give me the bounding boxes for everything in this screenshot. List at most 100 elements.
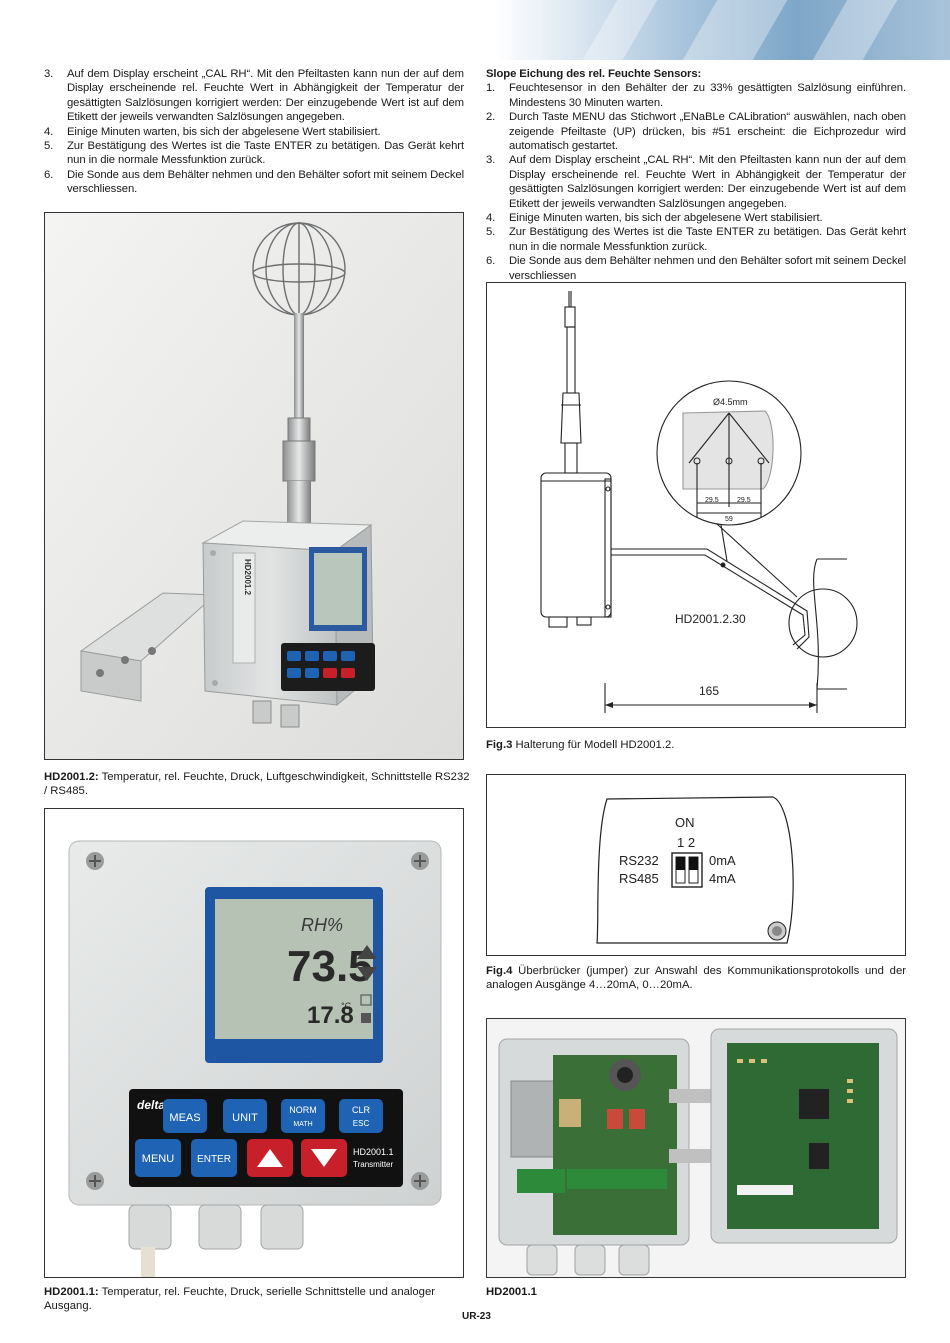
hole-diameter-label: Ø4.5mm <box>713 397 748 407</box>
right-step-number: 5. <box>486 226 496 239</box>
page-number: UR-23 <box>462 1311 491 1322</box>
esc-key-label: ESC <box>353 1119 370 1128</box>
hd2001-2-illustration: HD2001.2 <box>45 213 463 759</box>
enter-key[interactable] <box>191 1139 237 1177</box>
bracket-technical-drawing: Ø4.5mm 29.5 29.5 59 HD2001.2.30 165 <box>540 291 858 713</box>
right-step-text: Feuchtesensor in den Behälter der zu 33%… <box>509 82 906 109</box>
housing-screws <box>86 852 429 1190</box>
cable-glands <box>128 1204 304 1250</box>
fig4-caption-label: Fig.4 <box>486 965 513 977</box>
left-step-text: Zur Bestätigung des Wertes ist die Taste… <box>67 140 464 167</box>
clr-key-label: CLR <box>352 1105 371 1115</box>
slope-heading: Slope Eichung des rel. Feuchte Sensors: <box>486 68 702 80</box>
switch-0ma-label: 0mA <box>709 853 736 868</box>
fig3-caption-text: Halterung für Modell HD2001.2. <box>512 739 675 751</box>
right-step-text: Die Sonde aus dem Behälter nehmen und de… <box>509 255 906 282</box>
right-step-list: 1. Feuchtesensor in den Behälter der zu 3… <box>486 81 906 283</box>
clr-esc-key[interactable] <box>339 1099 383 1133</box>
hd2001-1-open-illustration <box>487 1019 905 1277</box>
right-step: 3. Auf dem Display erscheint „CAL RH“. Mi… <box>486 153 906 211</box>
dim-a-label: 29.5 <box>705 497 719 504</box>
caption-model: HD2001.2: <box>44 771 99 783</box>
lcd-temp-unit: °C <box>341 1001 352 1011</box>
lcd-screen <box>215 899 373 1039</box>
switch-rs232-label: RS232 <box>619 853 659 868</box>
meas-key-label: MEAS <box>169 1112 200 1124</box>
bracket-model-label: HD2001.2.30 <box>675 612 746 626</box>
caption-model-3: HD2001.1 <box>486 1286 537 1298</box>
left-step-text: Einige Minuten warten, bis sich der abge… <box>67 125 381 138</box>
photo-hd2001-1-open-caption: HD2001.1 <box>486 1285 686 1299</box>
left-step: 4. Einige Minuten warten, bis sich der ab… <box>44 125 464 139</box>
right-step-text: Durch Taste MENU das Stichwort „ENaBLe C… <box>509 111 906 153</box>
photo-hd2001-1-caption: HD2001.1: Temperatur, rel. Feuchte, Druc… <box>44 1285 474 1314</box>
left-step: 6. Die Sonde aus dem Behälter nehmen und … <box>44 168 464 197</box>
lcd-rh-value: 73.5 <box>287 942 373 991</box>
left-step-number: 3. <box>44 68 54 80</box>
right-step-number: 3. <box>486 154 496 167</box>
caption-model-2: HD2001.1: <box>44 1286 99 1298</box>
right-step: 2. Durch Taste MENU das Stichwort „ENaBLe… <box>486 110 906 153</box>
hd2001-1-front-illustration: RH% 73.5 17.8 °C delta OHM MEAS UNIT NOR… <box>45 809 463 1277</box>
switch-4ma-label: 4mA <box>709 871 736 886</box>
dip-switch-2 <box>689 857 698 870</box>
model-sub-label: Transmitter <box>353 1160 393 1169</box>
menu-key[interactable] <box>135 1139 181 1177</box>
left-step-number: 4. <box>44 125 54 138</box>
norm-key-label: NORM <box>289 1105 317 1115</box>
photo-hd2001-2: HD2001.2 <box>44 212 464 760</box>
photo-hd2001-2-caption: HD2001.2: Temperatur, rel. Feuchte, Druc… <box>44 770 474 799</box>
lcd-temp-value: 17.8 <box>307 1002 354 1029</box>
header-banner <box>0 0 950 60</box>
left-step-text: Auf dem Display erscheint „CAL RH“. Mit … <box>67 68 464 124</box>
math-key-label: MATH <box>293 1121 312 1128</box>
right-instructions: Slope Eichung des rel. Feuchte Sensors: … <box>486 67 906 283</box>
photo-hd2001-1-front: RH% 73.5 17.8 °C delta OHM MEAS UNIT NOR… <box>44 808 464 1278</box>
caption-text: Temperatur, rel. Feuchte, Druck, Luftges… <box>44 771 470 798</box>
fig3-bracket-drawing: Ø4.5mm 29.5 29.5 59 HD2001.2.30 165 <box>486 282 906 728</box>
right-step-text: Auf dem Display erscheint „CAL RH“. Mit … <box>509 154 906 210</box>
right-step-text: Einige Minuten warten, bis sich der abge… <box>509 212 823 225</box>
dip-switch-1 <box>676 857 685 870</box>
switch-rs485-label: RS485 <box>619 871 659 886</box>
fig3-caption: Fig.3 Halterung für Modell HD2001.2. <box>486 738 906 752</box>
right-step: 1. Feuchtesensor in den Behälter der zu 3… <box>486 81 906 110</box>
right-step-number: 1. <box>486 82 496 95</box>
left-step-number: 5. <box>44 140 54 153</box>
left-step: 5. Zur Bestätigung des Wertes ist die Tas… <box>44 139 464 168</box>
left-step-list: 3. Auf dem Display erscheint „CAL RH“. Mi… <box>44 67 464 197</box>
left-step-text: Die Sonde aus dem Behälter nehmen und de… <box>67 168 464 196</box>
bracket-width-label: 165 <box>699 684 719 698</box>
right-step-text: Zur Bestätigung des Wertes ist die Taste… <box>509 226 906 253</box>
photo-hd2001-1-open <box>486 1018 906 1278</box>
right-step-number: 2. <box>486 111 496 124</box>
fig4-jumper-diagram: ON 1 2 RS232 RS485 0mA 4mA <box>486 774 906 956</box>
switch-numbers: 1 2 <box>677 835 695 850</box>
meas-key[interactable] <box>163 1099 207 1133</box>
lcd-rh-label: RH% <box>301 915 343 935</box>
right-step: 6. Die Sonde aus dem Behälter nehmen und … <box>486 254 906 283</box>
up-arrow-icon <box>257 1149 283 1167</box>
right-step-number: 6. <box>486 255 496 268</box>
right-step-number: 4. <box>486 212 496 225</box>
fig3-caption-label: Fig.3 <box>486 739 513 751</box>
switch-on-label: ON <box>675 815 695 830</box>
right-step: 4. Einige Minuten warten, bis sich der ab… <box>486 211 906 225</box>
left-step-number: 6. <box>44 168 54 181</box>
norm-math-key[interactable] <box>281 1099 325 1133</box>
enter-key-label: ENTER <box>197 1154 231 1165</box>
left-step: 3. Auf dem Display erscheint „CAL RH“. Mi… <box>44 67 464 125</box>
hd2001-2-side-label: HD2001.2 <box>243 559 252 596</box>
dim-total-label: 59 <box>725 516 733 523</box>
left-instructions: 3. Auf dem Display erscheint „CAL RH“. Mi… <box>44 67 464 197</box>
caption-text-2: Temperatur, rel. Feuchte, Druck, seriell… <box>44 1286 435 1313</box>
dim-b-label: 29.5 <box>737 497 751 504</box>
unit-key[interactable] <box>223 1099 267 1133</box>
menu-key-label: MENU <box>142 1153 174 1165</box>
unit-key-label: UNIT <box>232 1112 258 1124</box>
jumper-switch-drawing: ON 1 2 RS232 RS485 0mA 4mA <box>596 796 794 944</box>
right-step: 5. Zur Bestätigung des Wertes ist die Tas… <box>486 225 906 254</box>
model-label: HD2001.1 <box>353 1147 394 1157</box>
fig4-caption-text: Überbrücker (jumper) zur Answahl des Kom… <box>486 965 906 992</box>
fig4-caption: Fig.4 Überbrücker (jumper) zur Answahl d… <box>486 964 906 993</box>
